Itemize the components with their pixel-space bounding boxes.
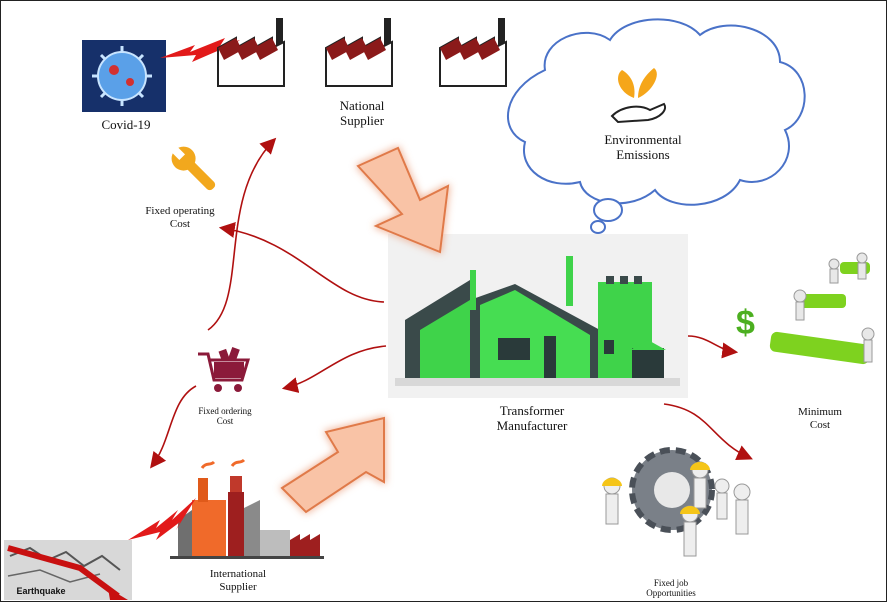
manufacturer-to-minimum-cost-arrow [687, 335, 739, 359]
covid-impact-bolt [160, 38, 240, 62]
national-supplier-factory-icon-1 [217, 18, 285, 87]
international-supplier-factory-icon [170, 458, 324, 559]
national-supplier-label: National Supplier [339, 98, 385, 128]
covid-virus-icon [82, 40, 166, 112]
manufacturer-to-fixed-job-arrow [663, 403, 753, 461]
leaf-hand-icon [610, 68, 666, 124]
fixed-operating-cost-label: Fixed operating Cost [145, 205, 215, 230]
fixed-job-opportunities-label: Fixed job Opportunities [646, 578, 696, 599]
national-supplier-factory-icon-2 [325, 18, 393, 87]
international-to-manufacturer-arrow [280, 416, 385, 514]
fixed-job-gear-image [602, 447, 751, 557]
transformer-manufacturer-label: Transformer Manufacturer [496, 403, 568, 433]
emissions-thought-cloud [507, 18, 806, 234]
shopping-cart-icon [198, 346, 251, 392]
earthquake-impact-bolt [128, 498, 196, 540]
minimum-cost-label: Minimum Cost [797, 406, 842, 431]
ordering-to-international-arrow [150, 385, 197, 469]
environmental-emissions-label: Environmental Emissions [604, 132, 682, 162]
svg-text:$: $ [736, 304, 755, 342]
manufacturer-to-fixed-operating-arrow [218, 222, 385, 303]
earthquake-label: Earthquake [16, 586, 66, 596]
national-to-manufacturer-arrow [356, 146, 450, 254]
transformer-factory-image [388, 234, 688, 398]
manufacturer-to-fixed-ordering-arrow [281, 345, 387, 393]
minimum-cost-puzzle-image: $ [736, 252, 875, 365]
national-supplier-factory-icon-3 [439, 18, 507, 87]
loop-up-to-national-arrow [207, 137, 277, 331]
international-supplier-label: International Supplier [209, 568, 267, 593]
earthquake-image [4, 540, 132, 600]
wrench-icon [170, 145, 216, 191]
fixed-ordering-cost-label: Fixed ordering Cost [198, 406, 252, 427]
covid-label: Covid-19 [101, 117, 151, 132]
